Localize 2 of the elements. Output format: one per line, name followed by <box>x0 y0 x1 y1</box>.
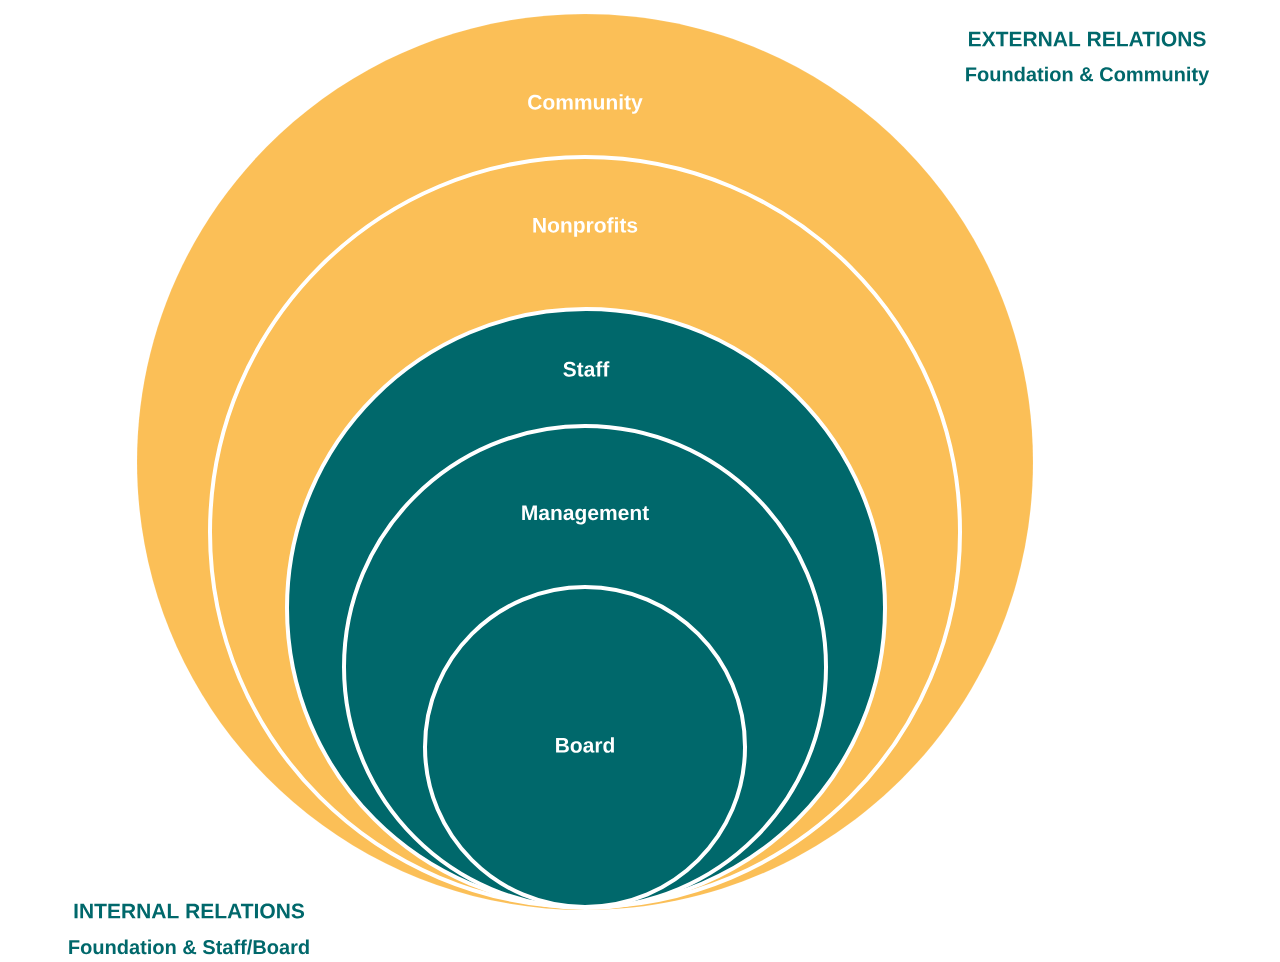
node-label: Management <box>522 505 649 525</box>
subheading-text: Foundation & Staff/Board <box>69 939 309 955</box>
